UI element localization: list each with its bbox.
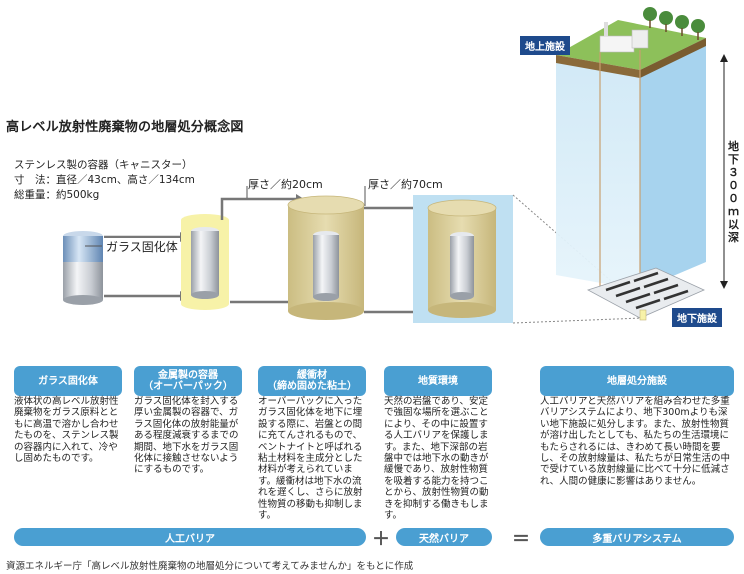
desc-glass: 液体状の高レベル放射性廃棄物をガラス原料とともに高温で溶かし合わせたものを、ステ… bbox=[14, 396, 119, 465]
disposal-diagram bbox=[63, 7, 728, 324]
rock-geology bbox=[413, 195, 513, 323]
artificial-barrier-pill: 人工バリア bbox=[14, 528, 366, 546]
underground-grid bbox=[586, 267, 705, 321]
spec-weight: 総重量：約500kg bbox=[14, 189, 100, 201]
overpack bbox=[181, 214, 229, 310]
spec-container: ステンレス製の容器（キャニスター） bbox=[14, 159, 193, 171]
underground-facility-tag: 地下施設 bbox=[672, 308, 722, 327]
buffer-clay bbox=[287, 195, 365, 320]
desc-buffer: オーバーパックに入ったガラス固化体を地下に埋設する際に、岩盤との間に充てんされる… bbox=[258, 396, 363, 522]
depth-arrow bbox=[720, 54, 728, 289]
canister-spec: ステンレス製の容器（キャニスター） 寸 法：直径／43cm、高さ／134cm 総… bbox=[14, 158, 195, 203]
ground-block bbox=[556, 7, 706, 300]
natural-barrier-pill: 天然バリア bbox=[396, 528, 492, 546]
glass-label: ガラス固化体 bbox=[104, 238, 180, 255]
page-title: 高レベル放射性廃棄物の地層処分概念図 bbox=[6, 120, 244, 135]
depth-label: 地下３００ｍ以深 bbox=[728, 140, 742, 244]
buffer-thickness-label: 厚さ／約20cm bbox=[248, 178, 323, 191]
category-glass: ガラス固化体 bbox=[14, 366, 122, 396]
spec-size: 寸 法：直径／43cm、高さ／134cm bbox=[14, 174, 195, 186]
desc-geology: 天然の岩盤であり、安定で強固な場所を選ぶことにより、その中に設置する人工バリアを… bbox=[384, 396, 489, 522]
category-overpack: 金属製の容器 （オーバーパック） bbox=[134, 366, 242, 396]
source-note: 資源エネルギー庁「高レベル放射性廃棄物の地層処分について考えてみませんか」をもと… bbox=[6, 561, 414, 572]
desc-overpack: ガラス固化体を封入する厚い金属製の容器で、ガラス固化体の放射能量がある程度減衰す… bbox=[134, 396, 239, 476]
category-buffer: 緩衝材 （締め固めた粘土） bbox=[258, 366, 366, 396]
desc-facility: 人工バリアと天然バリアを組み合わせた多重バリアシステムにより、地下300mよりも… bbox=[540, 396, 731, 487]
plus-sign: ＋ bbox=[372, 529, 390, 550]
surface-facility-tag: 地上施設 bbox=[520, 36, 570, 55]
rock-thickness-label: 厚さ／約70cm bbox=[368, 178, 443, 191]
equals-sign: ＝ bbox=[512, 529, 530, 550]
category-facility: 地層処分施設 bbox=[540, 366, 734, 396]
category-geology: 地質環境 bbox=[384, 366, 492, 396]
glass-canister bbox=[63, 231, 103, 305]
multi-barrier-pill: 多重バリアシステム bbox=[540, 528, 734, 546]
